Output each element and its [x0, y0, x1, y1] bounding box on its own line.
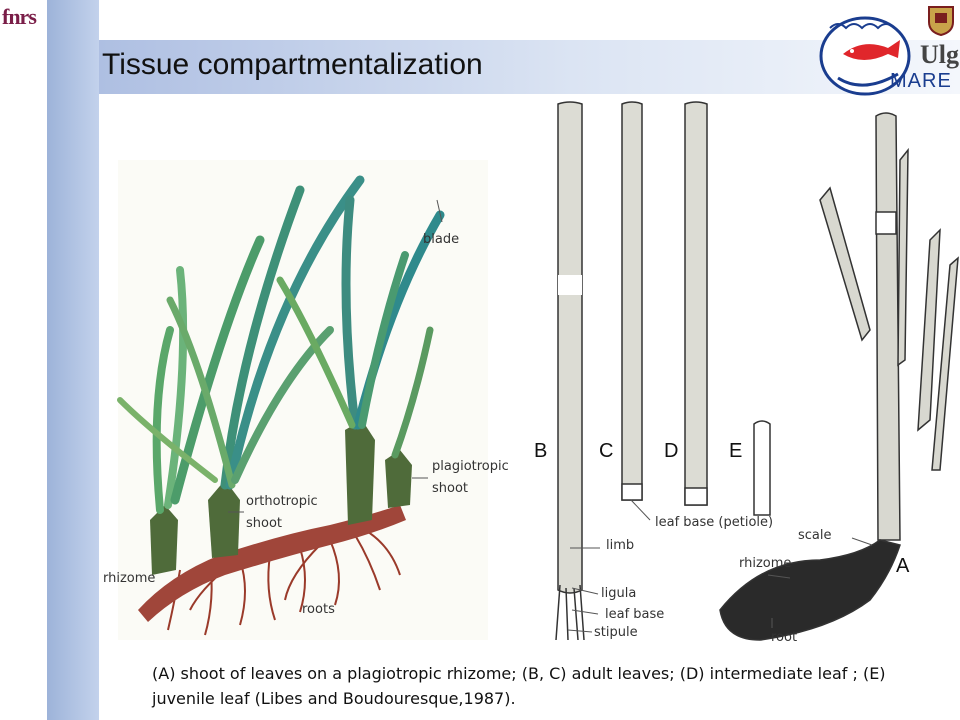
- leaf-d-drawing: [684, 101, 708, 506]
- mare-logo: MARE: [890, 70, 952, 92]
- letter-d: D: [664, 440, 679, 462]
- university-crest: [928, 6, 954, 36]
- leaf-c-drawing: [621, 101, 643, 501]
- title-band: [99, 40, 960, 94]
- label-leaf-base: leaf base: [605, 607, 665, 622]
- label-orthotropic-shoot: shoot: [246, 516, 283, 531]
- label-rhizome-plant: rhizome: [103, 571, 156, 586]
- fnrs-logo: fnrs: [2, 4, 37, 29]
- label-plagiotropic: plagiotropic: [432, 459, 509, 474]
- oceanologie-logo: [819, 16, 911, 96]
- leaf-b-drawing: [555, 101, 585, 641]
- label-leaf-base-petiole: leaf base (petiole): [655, 515, 774, 530]
- leaf-leader-lines: [567, 499, 873, 633]
- plant-leader-lines: [228, 199, 443, 513]
- label-blade: blade: [423, 232, 460, 247]
- leaf-blades: [117, 175, 445, 514]
- letter-c: C: [599, 440, 614, 462]
- figure-caption: (A) shoot of leaves on a plagiotropic rh…: [152, 664, 886, 708]
- shoot-bases: [150, 420, 412, 575]
- label-rhizome-leaf: rhizome: [739, 556, 792, 571]
- label-limb: limb: [606, 538, 635, 553]
- slide-title: Tissue compartmentalization: [102, 48, 483, 81]
- label-stipule: stipule: [594, 625, 638, 640]
- label-ligula: ligula: [601, 586, 637, 601]
- leaf-a-drawing: [719, 112, 959, 641]
- letter-e: E: [729, 440, 743, 462]
- label-roots: roots: [302, 602, 335, 617]
- ulg-logo: Ulg: [920, 40, 959, 69]
- leaf-e-drawing: [753, 420, 771, 516]
- letter-a: A: [896, 555, 910, 577]
- label-plagiotropic-shoot: shoot: [432, 481, 469, 496]
- label-scale: scale: [798, 528, 832, 543]
- left-accent-bar: [47, 0, 99, 720]
- label-root: root: [771, 630, 798, 645]
- letter-b: B: [534, 440, 548, 462]
- label-orthotropic: orthotropic: [246, 494, 318, 509]
- rhizome-drawing: [138, 505, 406, 622]
